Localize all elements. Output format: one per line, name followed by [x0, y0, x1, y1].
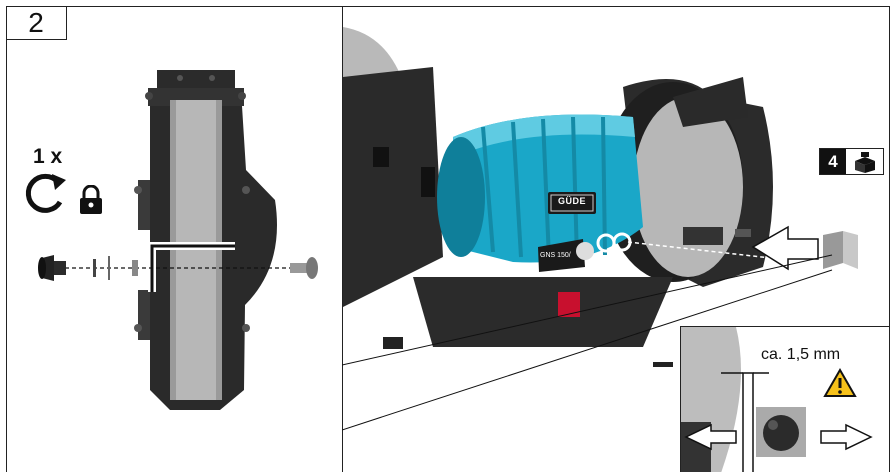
gap-measurement-label: ca. 1,5 mm — [761, 346, 841, 363]
rotation-count: 1 x — [33, 145, 63, 168]
quantity-count: 4 — [820, 149, 846, 174]
quantity-badge: 4 — [819, 148, 884, 175]
lock-icon — [80, 185, 102, 214]
page-frame — [6, 6, 890, 472]
brand-label: GÜDE — [557, 196, 586, 206]
detail-connector-lines — [342, 254, 833, 431]
panel-divider — [342, 6, 343, 472]
left-assembly-illustration — [38, 70, 318, 410]
model-label: GNS 150/ — [540, 252, 571, 259]
step-number: 2 — [6, 6, 67, 40]
rotate-clockwise-icon — [25, 173, 66, 213]
warning-icon — [823, 368, 857, 397]
detail-inset — [680, 326, 890, 472]
grinder-illustration — [343, 27, 858, 367]
parts-box-icon — [846, 149, 883, 174]
